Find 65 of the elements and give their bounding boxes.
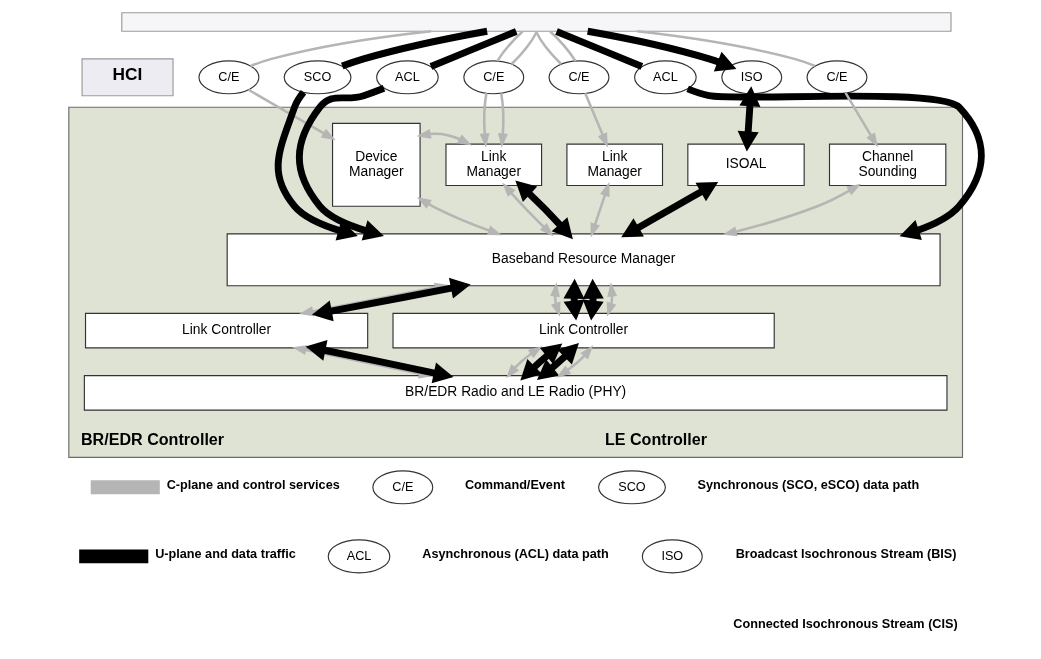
arrow — [737, 86, 761, 152]
arrow — [515, 180, 573, 240]
connector — [636, 30, 816, 68]
node-box: ISOAL — [687, 143, 805, 187]
arrow — [606, 282, 618, 317]
node-box: Link Manager — [445, 143, 543, 187]
node-box: BR/EDR Radio and LE Radio (PHY) — [83, 375, 948, 411]
node-ellipse: C/E — [372, 470, 434, 505]
node-box: Link Controller — [392, 312, 775, 349]
node-box: Link Manager — [566, 143, 664, 187]
arrow — [582, 278, 604, 321]
connector — [496, 30, 524, 62]
legend-label: Broadcast Isochronous Stream (BIS) — [735, 547, 957, 562]
arrow — [520, 343, 563, 381]
node-ellipse: C/E — [806, 60, 868, 95]
arrow — [311, 277, 471, 322]
connector — [534, 30, 562, 65]
node-ellipse: C/E — [548, 60, 610, 95]
arrow — [479, 93, 490, 148]
arrow — [621, 181, 719, 238]
node-ellipse: SCO — [598, 470, 666, 505]
arrow — [502, 182, 554, 237]
node-ellipse: ACL — [327, 539, 391, 574]
node-ellipse: C/E — [198, 60, 260, 95]
legend-label: Connected Isochronous Stream (CIS) — [733, 616, 958, 631]
arrow — [686, 85, 985, 241]
arrow — [506, 346, 543, 379]
arrow — [563, 278, 585, 321]
node-box: Device Manager — [331, 122, 421, 207]
legend-label: Asynchronous (ACL) data path — [422, 547, 609, 562]
connector — [250, 29, 432, 68]
arrow — [274, 90, 358, 241]
node-ellipse: ISO — [641, 539, 703, 574]
arrow — [722, 183, 862, 237]
node-box: Channel Sounding — [828, 143, 947, 187]
legend-label: Synchronous (SCO, eSCO) data path — [697, 478, 920, 493]
arrow — [305, 340, 454, 384]
connector — [510, 30, 538, 65]
arrow — [556, 345, 594, 378]
arrow — [416, 197, 503, 236]
node-ellipse: ISO — [721, 60, 783, 95]
arrow — [584, 92, 608, 148]
arrow — [416, 128, 472, 146]
arrow — [590, 181, 610, 238]
node-box: Baseband Resource Manager — [226, 233, 941, 287]
arrow — [497, 93, 508, 148]
node-ellipse: SCO — [283, 60, 352, 95]
arrow — [537, 343, 579, 380]
node-ellipse: C/E — [463, 60, 525, 95]
connector — [429, 28, 518, 70]
arrow — [844, 92, 878, 148]
node-box — [121, 12, 952, 32]
legend-label: C-plane and control services — [166, 478, 340, 493]
node-box: Link Controller — [84, 312, 369, 349]
node-box: HCI — [81, 58, 174, 97]
arrow — [295, 85, 386, 241]
connector — [549, 30, 577, 62]
connector — [341, 27, 488, 70]
connector — [555, 28, 644, 70]
node-ellipse: ACL — [376, 60, 439, 95]
arrow — [587, 27, 737, 72]
node-ellipse: ACL — [634, 60, 697, 95]
legend-label: Command/Event — [465, 478, 565, 493]
legend-label: U-plane and data traffic — [155, 547, 296, 562]
arrow — [247, 88, 336, 141]
